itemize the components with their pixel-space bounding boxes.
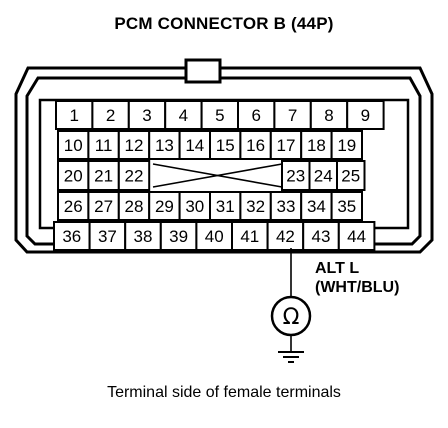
terminal-label-12: 12 [125,136,144,155]
terminal-label-28: 28 [125,197,144,216]
terminal-label-39: 39 [169,227,188,246]
terminal-cell-19 [330,130,364,160]
terminal-label-43: 43 [312,227,331,246]
terminal-cell-6 [237,100,276,130]
terminal-label-8: 8 [324,106,333,125]
terminal-label-23: 23 [286,167,305,186]
signal-name-label: ALT L [315,260,360,277]
terminal-cell-32 [239,191,272,221]
blank-cavity-x [152,163,283,188]
terminal-label-40: 40 [205,227,224,246]
terminal-label-16: 16 [246,136,265,155]
terminal-label-7: 7 [288,106,297,125]
terminal-cell-41 [231,221,269,251]
terminal-label-33: 33 [277,197,296,216]
terminal-cell-9 [346,100,385,130]
terminal-label-30: 30 [185,197,204,216]
terminal-label-32: 32 [246,197,265,216]
terminal-cell-25 [336,160,366,191]
terminal-cell-20 [57,160,90,191]
terminal-label-22: 22 [125,167,144,186]
terminal-cell-22 [117,160,151,191]
terminal-cell-35 [330,191,364,221]
terminal-cell-2 [91,100,130,130]
locking-tab [184,58,222,84]
terminal-label-24: 24 [314,167,333,186]
terminal-label-3: 3 [142,106,151,125]
diagram-title: PCM CONNECTOR B (44P) [114,14,334,33]
terminal-label-41: 41 [240,227,259,246]
terminal-cell-43 [302,221,340,251]
terminal-label-6: 6 [251,106,260,125]
terminal-label-4: 4 [179,106,188,125]
terminal-label-1: 1 [69,106,78,125]
connector-shell-inner [25,76,422,246]
terminal-cell-5 [200,100,240,130]
terminal-cell-30 [178,191,212,221]
terminal-cell-12 [117,130,151,160]
terminal-label-21: 21 [94,167,113,186]
terminal-label-19: 19 [337,136,356,155]
terminal-cell-13 [148,130,181,160]
terminal-label-13: 13 [155,136,174,155]
wire-color-label: (WHT/BLU) [315,279,400,296]
terminal-cell-26 [57,191,90,221]
terminal-label-31: 31 [216,197,235,216]
terminal-label-25: 25 [341,167,360,186]
terminal-cell-37 [88,221,127,251]
terminal-label-27: 27 [94,197,113,216]
terminal-cell-4 [164,100,203,130]
terminal-label-35: 35 [337,197,356,216]
terminal-label-5: 5 [215,106,224,125]
terminal-cell-44 [337,221,376,251]
terminal-label-42: 42 [276,227,295,246]
terminal-label-34: 34 [307,197,326,216]
terminal-cell-21 [87,160,120,191]
terminal-cell-36 [53,221,91,251]
terminal-label-36: 36 [62,227,81,246]
terminal-label-9: 9 [361,106,370,125]
terminal-label-38: 38 [134,227,153,246]
terminal-label-10: 10 [64,136,83,155]
terminal-cell-3 [127,100,167,130]
terminal-cell-34 [300,191,333,221]
terminal-cell-42 [266,221,305,251]
terminal-label-2: 2 [106,106,115,125]
ohm-symbol: Ω [283,305,300,330]
terminal-label-14: 14 [185,136,204,155]
terminal-label-17: 17 [277,136,296,155]
terminal-label-37: 37 [98,227,117,246]
terminal-cell-38 [124,221,162,251]
terminal-label-26: 26 [64,197,83,216]
terminal-label-44: 44 [347,227,366,246]
terminal-label-18: 18 [307,136,326,155]
terminal-cell-17 [269,130,303,160]
terminal-cell-33 [269,191,303,221]
terminal-cell-40 [195,221,233,251]
terminal-label-11: 11 [95,136,113,155]
terminal-cell-15 [209,130,242,160]
terminal-cell-18 [300,130,333,160]
terminal-label-20: 20 [64,167,83,186]
terminal-label-29: 29 [155,197,174,216]
terminal-label-15: 15 [216,136,235,155]
diagram-caption: Terminal side of female terminals [107,384,341,401]
ground-icon [278,351,304,363]
